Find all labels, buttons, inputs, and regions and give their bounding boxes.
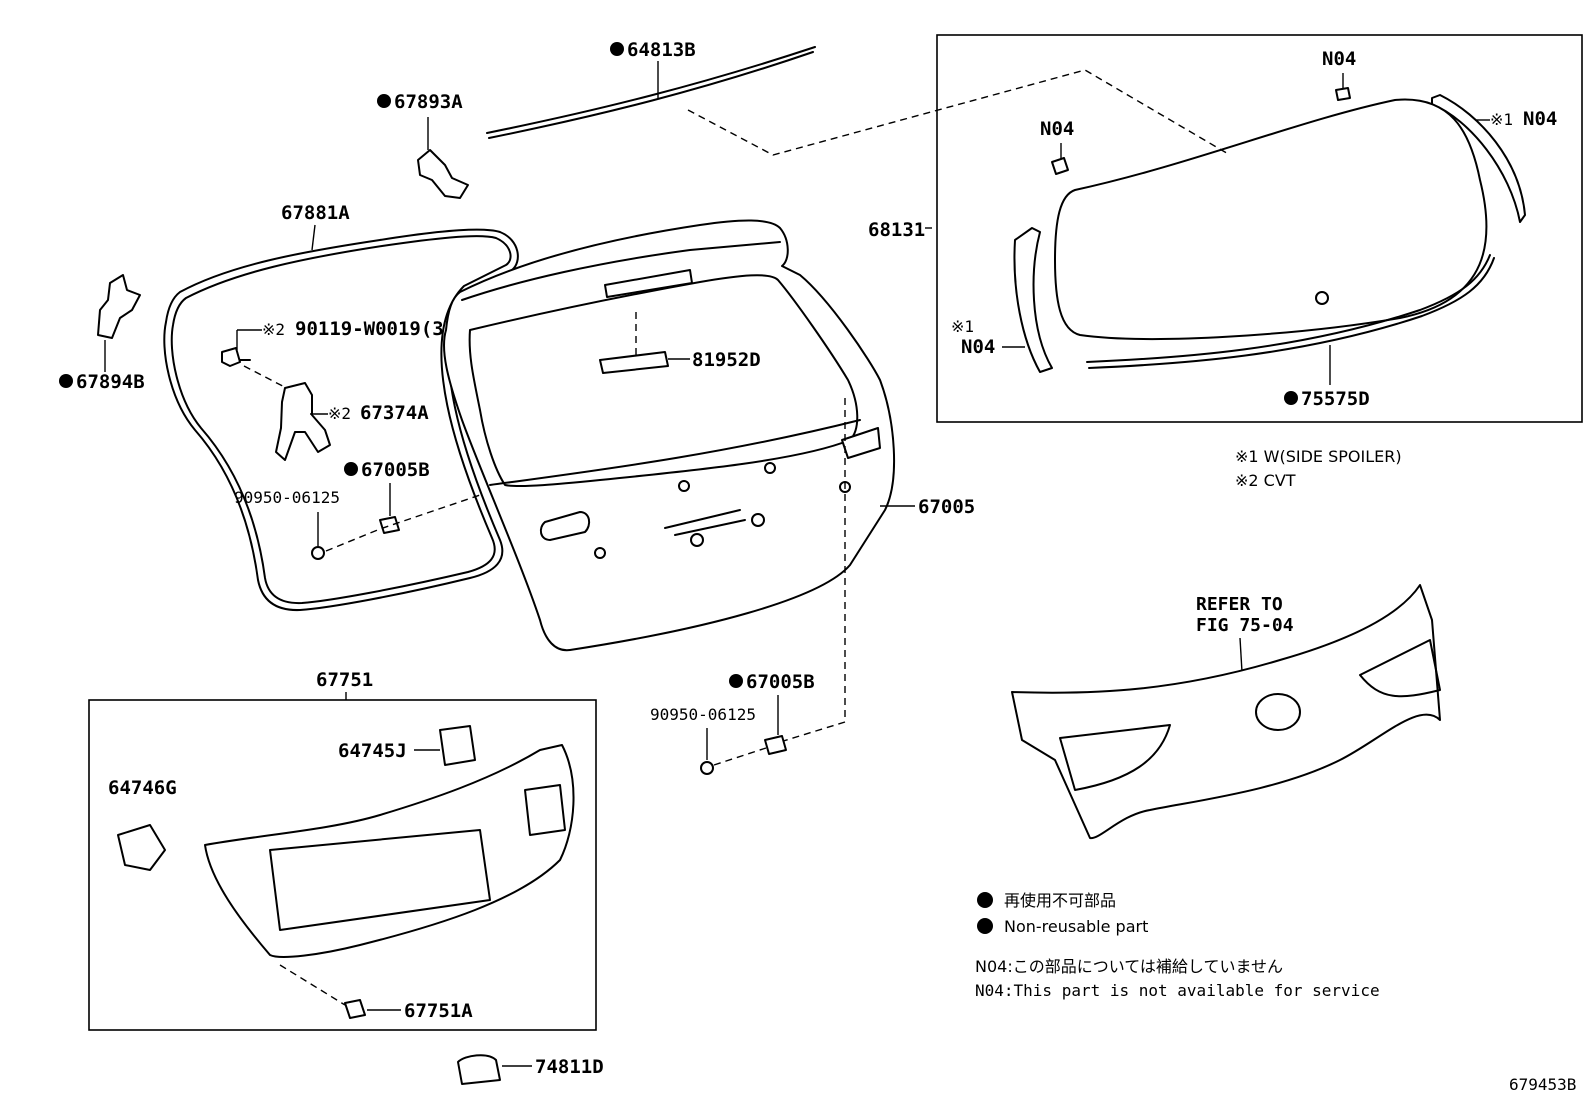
plug-90950-top-shape xyxy=(311,546,325,560)
trim-67751-recess xyxy=(524,784,566,836)
backdoor-latch-recess xyxy=(841,427,881,459)
label-67005B-top: 67005B xyxy=(361,459,430,481)
non-reusable-dot xyxy=(610,42,624,56)
note-n04-en: N04:This part is not available for servi… xyxy=(975,981,1380,1000)
glass-68131-shape xyxy=(1054,98,1488,340)
bracket-67374A-shape xyxy=(275,382,331,461)
label-64746G: 64746G xyxy=(108,777,177,799)
trim-67751-shape xyxy=(204,744,575,958)
non-reusable-dot xyxy=(377,94,391,108)
spoiler-recess-left xyxy=(1059,724,1171,791)
clip-N04-top-shape xyxy=(1335,87,1351,101)
label-64813B: 64813B xyxy=(627,39,696,61)
label-75575D: 75575D xyxy=(1301,388,1370,410)
label-N04-right: N04 xyxy=(1523,108,1557,130)
backdoor-hole xyxy=(690,533,704,547)
mark-N04-right: ※1 xyxy=(1490,110,1513,129)
trim-detail-frame xyxy=(88,699,597,1031)
spoiler-recess-right xyxy=(1359,639,1441,698)
non-reusable-dot xyxy=(1284,391,1298,405)
label-90950-top: 90950-06125 xyxy=(234,488,340,507)
non-reusable-dot xyxy=(59,374,73,388)
backdoor-hole xyxy=(751,513,765,527)
note-cvt: ※2 CVT xyxy=(1235,471,1296,490)
ref-line1: REFER TO xyxy=(1196,594,1283,615)
backdoor-top-edge xyxy=(461,241,781,301)
backdoor-belt-line xyxy=(489,419,861,486)
label-N04-lower: N04 xyxy=(961,336,995,358)
legend-dot xyxy=(977,918,993,934)
molding-64813B-shape-inner xyxy=(488,51,814,139)
trim-67751-panel xyxy=(269,829,491,931)
ref-line2: FIG 75-04 xyxy=(1196,615,1294,636)
legend-dot xyxy=(977,892,993,908)
backdoor-hole xyxy=(764,462,776,474)
label-67881A: 67881A xyxy=(281,202,350,224)
glass-hole xyxy=(1315,291,1329,305)
cover-64745J-shape xyxy=(439,725,476,766)
plug-90950-bottom-shape xyxy=(700,761,714,775)
backdoor-handle-recess xyxy=(539,511,591,541)
stoplamp-81952D-shape xyxy=(599,351,669,374)
label-67894B: 67894B xyxy=(76,371,145,393)
label-N04-left: N04 xyxy=(1040,118,1074,140)
non-reusable-dot xyxy=(344,462,358,476)
label-68131: 68131 xyxy=(868,219,925,241)
label-90119-W0019: 90119-W0019(3) xyxy=(295,318,455,340)
mark-67374A: ※2 xyxy=(328,404,351,423)
mark-N04-lower: ※1 xyxy=(951,317,974,336)
hinge-67893A-shape xyxy=(417,149,469,199)
backdoor-67005-outline xyxy=(443,219,896,652)
molding-64813B-shape xyxy=(486,46,816,134)
label-81952D: 81952D xyxy=(692,349,761,371)
backdoor-hole xyxy=(678,480,690,492)
label-67751: 67751 xyxy=(316,669,373,691)
label-64745J: 64745J xyxy=(338,740,407,762)
clip-67005B-bottom-shape xyxy=(764,735,787,755)
non-reusable-dot xyxy=(729,674,743,688)
weatherstrip-67881A-inner xyxy=(170,235,512,605)
molding-75575D-shape xyxy=(1086,254,1491,363)
molding-75575D-shape-inner xyxy=(1088,257,1495,369)
glass-detail-frame xyxy=(936,34,1583,423)
diagram-id: 679453B xyxy=(1509,1075,1576,1094)
note-side-spoiler: ※1 W(SIDE SPOILER) xyxy=(1235,447,1402,466)
mark-90119: ※2 xyxy=(262,320,285,339)
cover-64746G-shape xyxy=(117,824,166,871)
clip-N04-left-shape xyxy=(1051,157,1069,175)
bolt-90119-shape xyxy=(221,347,241,367)
hinge-67894B-shape xyxy=(97,274,141,339)
label-67005B-bottom: 67005B xyxy=(746,671,815,693)
label-74811D: 74811D xyxy=(535,1056,604,1078)
spoiler-N04-right-shape xyxy=(1431,94,1526,223)
backdoor-emblem-marks xyxy=(664,509,746,536)
label-67005: 67005 xyxy=(918,496,975,518)
label-67751A: 67751A xyxy=(404,1000,473,1022)
spoiler-N04-lower-shape xyxy=(1013,227,1053,373)
clip-67005B-top-shape xyxy=(379,516,400,534)
legend-jp: 再使用不可部品 xyxy=(1004,891,1116,910)
clip-67751A-shape xyxy=(344,999,366,1019)
cap-74811D-shape xyxy=(457,1054,501,1085)
label-N04-top: N04 xyxy=(1322,48,1356,70)
spoiler-fig-75-04-shape xyxy=(1011,584,1441,840)
backdoor-stop-lamp-slot xyxy=(604,269,693,298)
spoiler-hole xyxy=(1255,693,1301,731)
label-67374A: 67374A xyxy=(360,402,429,424)
label-90950-bottom: 90950-06125 xyxy=(650,705,756,724)
legend-en: Non-reusable part xyxy=(1004,917,1148,936)
note-n04-jp: N04:この部品については補給していません xyxy=(975,957,1283,976)
label-67893A: 67893A xyxy=(394,91,463,113)
weatherstrip-67881A-outer xyxy=(163,228,519,612)
backdoor-hole xyxy=(594,547,606,559)
